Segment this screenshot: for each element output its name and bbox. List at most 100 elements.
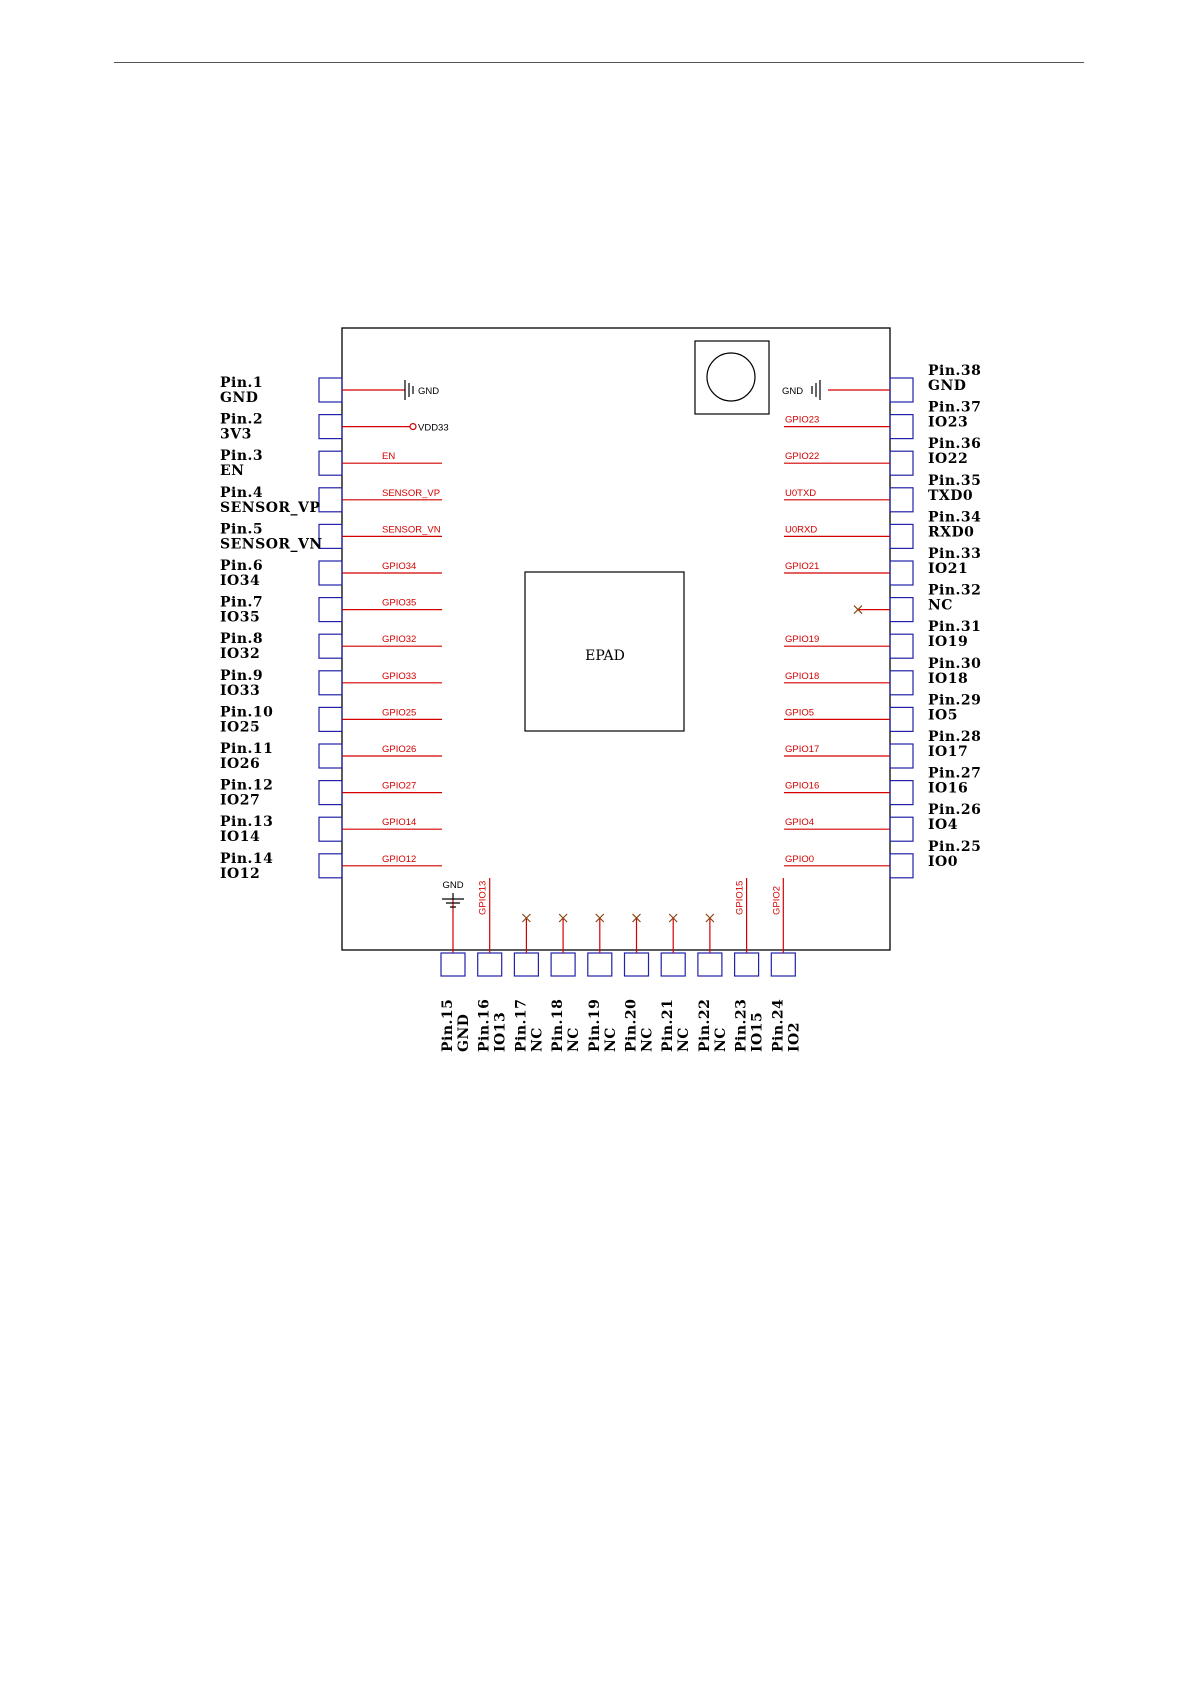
net-label: GPIO17 [785, 744, 819, 755]
net-label: GPIO21 [785, 561, 819, 572]
pad-left-2 [318, 414, 343, 440]
pin-number-label: Pin.29 [928, 692, 981, 708]
pad-right-11 [889, 743, 914, 769]
pad-right-3 [889, 450, 914, 476]
net-label: GPIO4 [785, 817, 814, 828]
gnd-symbol [404, 380, 414, 400]
net-label: GND [418, 386, 439, 397]
pin-function-label: IO19 [928, 634, 968, 650]
net-label: GND [442, 880, 463, 891]
pin-number-label: Pin.15 [440, 999, 456, 1052]
net-label: GPIO14 [382, 817, 416, 828]
epad [524, 571, 685, 732]
net-label: GPIO2 [771, 886, 782, 915]
pin-function-label: IO21 [928, 561, 968, 577]
pin-function-label: NC [603, 1027, 619, 1052]
pad-left-8 [318, 633, 343, 659]
pad-bottom-10 [770, 952, 796, 977]
antenna-circle [706, 352, 756, 402]
net-label: GPIO26 [382, 744, 416, 755]
nc-mark [558, 913, 568, 923]
pin-function-label: SENSOR_VN [220, 536, 323, 552]
nc-mark [521, 913, 531, 923]
pin-function-label: IO14 [220, 829, 260, 845]
pin-number-label: Pin.34 [928, 509, 981, 525]
pin-function-label: IO13 [493, 1012, 509, 1052]
net-label: U0RXD [785, 524, 817, 535]
net-label: GPIO19 [785, 634, 819, 645]
nc-mark [595, 913, 605, 923]
pin-number-label: Pin.28 [928, 729, 981, 745]
pin-function-label: TXD0 [928, 488, 973, 504]
pin-function-label: NC [566, 1027, 582, 1052]
pin-function-label: GND [456, 1014, 472, 1052]
pin-function-label: GND [220, 390, 258, 406]
pad-right-10 [889, 706, 914, 733]
pin-function-label: IO15 [750, 1012, 766, 1052]
net-label: GPIO35 [382, 598, 416, 609]
pad-right-7 [889, 596, 914, 623]
net-label: SENSOR_VN [382, 524, 441, 535]
gnd-symbol [442, 893, 464, 908]
pin-number-label: Pin.21 [660, 999, 676, 1052]
pin-function-label: IO34 [220, 573, 260, 589]
pin-function-label: 3V3 [220, 427, 252, 443]
pin-number-label: Pin.33 [928, 546, 981, 562]
nc-mark [632, 913, 641, 923]
pin-number-label: Pin.8 [220, 631, 263, 647]
vdd-symbol [409, 423, 417, 431]
pin-number-label: Pin.30 [928, 656, 981, 672]
net-label: GPIO32 [382, 634, 416, 645]
pin-function-label: IO4 [928, 817, 958, 833]
pad-left-6 [318, 560, 343, 586]
pin-number-label: Pin.4 [220, 485, 263, 501]
pad-left-10 [318, 706, 343, 733]
pin-number-label: Pin.6 [220, 558, 263, 574]
pin-function-label: IO22 [928, 451, 968, 467]
net-label: VDD33 [418, 423, 449, 434]
pin-number-label: Pin.19 [587, 999, 603, 1052]
net-label: GPIO0 [785, 854, 814, 865]
pin-function-label: NC [928, 598, 953, 614]
pin-number-label: Pin.32 [928, 583, 981, 599]
pad-bottom-9 [733, 952, 760, 977]
net-label: GPIO27 [382, 781, 416, 792]
gnd-symbol [811, 380, 821, 400]
pad-right-4 [889, 487, 914, 513]
nc-mark [705, 913, 715, 923]
pin-number-label: Pin.27 [928, 766, 981, 782]
pin-number-label: Pin.11 [220, 741, 273, 757]
pin-number-label: Pin.2 [220, 412, 263, 428]
net-label: GPIO23 [785, 415, 819, 426]
net-label: GPIO18 [785, 671, 819, 682]
pad-bottom-8 [697, 952, 723, 977]
pin-function-label: RXD0 [928, 524, 974, 540]
pad-right-1 [889, 377, 914, 403]
pin-function-label: IO35 [220, 610, 260, 626]
pin-number-label: Pin.17 [513, 999, 529, 1052]
pin-function-label: IO18 [928, 671, 968, 687]
pin-function-label: GND [928, 378, 966, 394]
pad-left-1 [318, 377, 343, 403]
pad-left-9 [318, 670, 343, 696]
pad-left-14 [318, 853, 343, 879]
pad-bottom-6 [623, 952, 650, 977]
pin-number-label: Pin.22 [697, 999, 713, 1052]
pin-function-label: IO16 [928, 781, 968, 797]
pin-number-label: Pin.26 [928, 802, 981, 818]
pin-function-label: IO5 [928, 707, 958, 723]
pin-number-label: Pin.3 [220, 448, 263, 464]
pad-bottom-7 [660, 952, 686, 977]
pad-left-11 [318, 743, 343, 769]
pin-number-label: Pin.25 [928, 839, 981, 855]
net-label: GPIO5 [785, 707, 814, 718]
antenna-box [694, 340, 770, 415]
pin-number-label: Pin.16 [477, 999, 493, 1052]
pin-function-label: NC [640, 1027, 656, 1052]
pin-function-label: NC [713, 1027, 729, 1052]
pad-left-4 [318, 487, 343, 513]
pin-function-label: NC [676, 1027, 692, 1052]
pin-number-label: Pin.36 [928, 436, 981, 452]
nc-mark [668, 913, 678, 923]
